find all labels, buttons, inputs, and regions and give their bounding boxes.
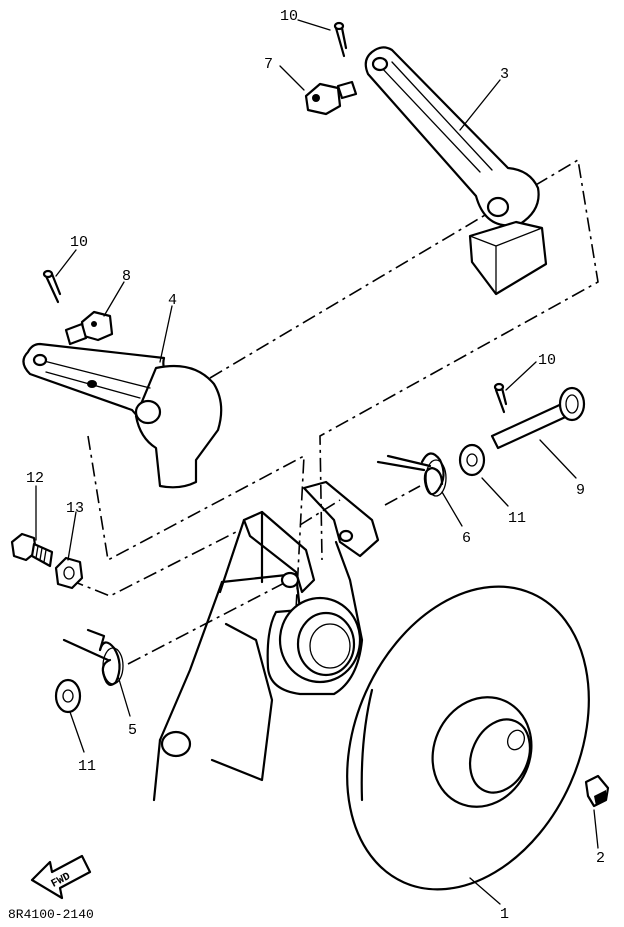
callout-10-right: 10 [538,352,556,369]
callout-11-right: 11 [508,510,526,527]
callout-5: 5 [128,722,137,739]
part-2-slider [584,774,610,808]
callout-labels: 1 2 3 4 5 6 7 8 9 10 10 10 11 11 12 13 [26,8,605,923]
housing-bracket [152,480,380,802]
callout-11-left: 11 [78,758,96,775]
callout-7: 7 [264,56,273,73]
part-11-washers [54,443,486,714]
part-4-lower-arm [22,342,223,489]
callout-9: 9 [576,482,585,499]
callout-8: 8 [122,268,131,285]
callout-4: 4 [168,292,177,309]
callout-10-left: 10 [70,234,88,251]
part-9-pin [490,386,586,450]
part-10-cotter-pins [42,21,508,414]
callout-2: 2 [596,850,605,867]
part-13-nut [54,556,84,590]
fwd-arrow-icon: FWD [30,854,92,900]
callout-1: 1 [500,906,509,923]
diagram-code: 8R4100-2140 [8,907,94,922]
callout-3: 3 [500,66,509,83]
callout-leader-lines [35,19,599,905]
part-5-spring [62,628,124,686]
callout-10-top: 10 [280,8,298,25]
assembly-guide-lines [69,158,599,665]
part-6-spring [376,452,447,497]
callout-6: 6 [462,530,471,547]
part-1-sheave-disc [346,585,590,891]
callout-12: 12 [26,470,44,487]
part-3-upper-arm [364,46,548,296]
part-12-bolt [10,532,54,568]
part-8-joint [64,310,114,346]
part-7-joint [304,80,358,116]
callout-13: 13 [66,500,84,517]
